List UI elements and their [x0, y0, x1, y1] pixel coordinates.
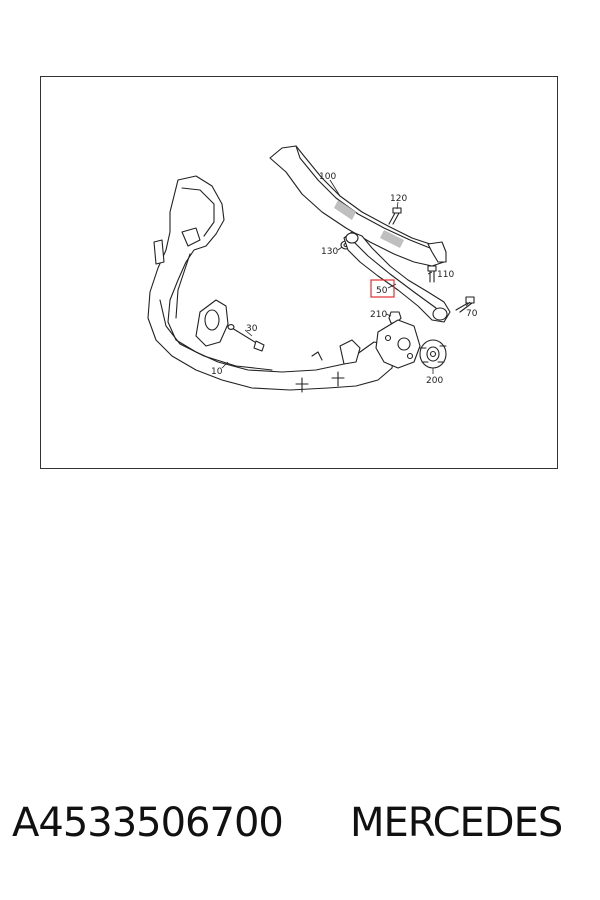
- footer: A4533506700 MERCEDES: [0, 800, 600, 864]
- brand-name: MERCEDES: [350, 800, 563, 846]
- callout-110: 110: [437, 270, 454, 280]
- callout-50: 50: [376, 286, 388, 296]
- part-number: A4533506700: [12, 800, 284, 846]
- callout-30: 30: [246, 324, 258, 334]
- wheel-carrier-bracket: [375, 319, 421, 369]
- callout-100: 100: [319, 172, 336, 182]
- callout-130: 130: [321, 247, 338, 257]
- leader-lines: [221, 179, 471, 374]
- part-70-bolt: [455, 296, 475, 313]
- callout-210: 210: [370, 310, 387, 320]
- part-100-upper-arm: [269, 145, 447, 267]
- highlight-box: [370, 279, 395, 298]
- part-50-lower-control-arm: [343, 231, 451, 323]
- diagram-frame: [40, 76, 558, 469]
- callout-10: 10: [211, 367, 223, 377]
- callout-70: 70: [466, 309, 478, 319]
- part-30-bolt: [227, 324, 265, 352]
- part-110-bolt: [427, 265, 437, 283]
- callout-200: 200: [426, 376, 443, 386]
- part-10-subframe: [147, 175, 395, 393]
- part-200-wheel-hub: [419, 339, 447, 369]
- callout-120: 120: [390, 194, 407, 204]
- part-120-bolt: [388, 207, 402, 225]
